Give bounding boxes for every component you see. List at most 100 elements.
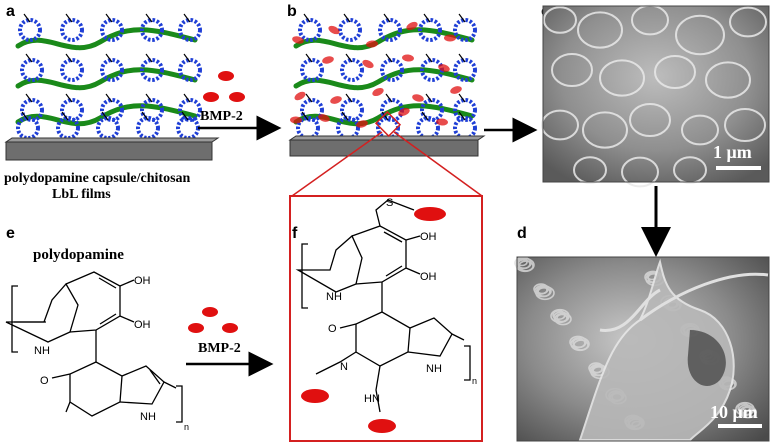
sem-capsule [654, 55, 696, 89]
svg-text:NH: NH [34, 345, 50, 357]
substrate [289, 139, 479, 157]
polydopamine-capsule [453, 13, 477, 42]
sem-capsule [741, 406, 753, 416]
sem-capsule [537, 286, 551, 297]
panel-a-film-schematic [4, 13, 220, 161]
polydopamine-capsule [178, 53, 202, 82]
bmp2-particle [222, 323, 238, 333]
sem-capsule [518, 260, 534, 272]
polydopamine-capsule [56, 111, 80, 140]
polydopamine-capsule [60, 53, 84, 82]
substrate-top [288, 135, 486, 141]
polydopamine-capsule [338, 13, 362, 42]
bmp2-particle [203, 92, 219, 102]
polydopamine-capsule [140, 53, 164, 82]
scale-label-c: 1 μm [713, 142, 752, 162]
sem-capsule [705, 61, 751, 99]
svg-text:NH: NH [426, 363, 442, 375]
sem-capsule [517, 258, 531, 269]
sem-capsule [675, 14, 725, 56]
svg-text:OH: OH [134, 275, 151, 287]
panel-letter-b: b [287, 3, 297, 20]
bmp2-particle [438, 64, 450, 72]
sem-capsule [724, 108, 766, 142]
panel-f-frame [289, 195, 483, 442]
svg-text:n: n [184, 422, 189, 432]
sem-capsule [572, 337, 586, 348]
bmp2-particle [402, 54, 414, 62]
bmp2-binding-arrow: BMP-2 [186, 307, 274, 377]
polydopamine-capsule [378, 13, 402, 42]
polydopamine-capsule [380, 53, 404, 82]
sem-capsule [729, 6, 767, 38]
bmp2-loaded-particles [290, 21, 462, 128]
polydopamine-capsule [453, 53, 477, 82]
polydopamine-capsule [453, 111, 477, 140]
svg-text:n: n [472, 376, 477, 386]
panel-letter-e: e [6, 225, 15, 242]
bmp2-particle [362, 59, 374, 69]
sem-capsule [554, 312, 572, 326]
sem-capsule [621, 156, 659, 188]
bmp2-particle [292, 36, 304, 44]
sem-capsule [543, 6, 577, 34]
polydopamine-capsule [100, 13, 124, 42]
bmp2-particle [372, 87, 384, 97]
svg-text:N: N [340, 361, 348, 373]
sem-capsule [673, 156, 707, 184]
bmp2-particle [229, 92, 245, 102]
bmp2-particle [322, 56, 334, 64]
polydopamine-structure [5, 271, 183, 423]
svg-text:O: O [40, 375, 49, 387]
cell-body [578, 258, 735, 441]
polydopamine-capsule [136, 111, 160, 140]
scale-label-d: 10 μm [710, 402, 758, 422]
polydopamine-capsule [296, 111, 320, 140]
sem-capsule [535, 285, 555, 301]
bmp2-label-2: BMP-2 [198, 341, 241, 356]
bmp2-particle [398, 108, 410, 116]
polydopamine-capsule [60, 13, 84, 42]
sem-capsule [681, 114, 719, 146]
polydopamine-title: polydopamine [33, 247, 124, 263]
polydopamine-capsule [340, 53, 364, 82]
bmp2-particle [356, 120, 368, 128]
polydopamine-capsule [336, 111, 360, 140]
polydopamine-capsule [140, 93, 164, 122]
sem-capsule [541, 109, 579, 141]
panel-letter-a: a [6, 3, 15, 20]
polydopamine-capsule [376, 111, 400, 140]
polydopamine-labels: OH OH NH O NH n [34, 275, 189, 432]
bmp2-particle [368, 419, 396, 433]
bmp2-particle [444, 34, 456, 42]
svg-text:OH: OH [420, 231, 437, 243]
sem-capsule [556, 313, 568, 323]
polydopamine-capsule [300, 93, 324, 122]
substrate-top [4, 137, 220, 143]
zoom-lines [291, 131, 483, 197]
polydopamine-capsule [453, 93, 477, 122]
sem-capsule [582, 111, 628, 149]
bmp2-label: BMP-2 [200, 109, 243, 124]
bmp2-particle [450, 86, 462, 94]
bmp2-particle [414, 207, 446, 221]
svg-text:NH: NH [326, 291, 342, 303]
panel-a-caption-line1: polydopamine capsule/chitosan [4, 171, 191, 186]
svg-text:OH: OH [134, 319, 151, 331]
panel-letter-d: d [517, 225, 527, 242]
polydopamine-capsule [18, 13, 42, 42]
bmp2-particle [218, 71, 234, 81]
polydopamine-capsule [60, 93, 84, 122]
polydopamine-capsule [100, 53, 124, 82]
polydopamine-capsule [298, 13, 322, 42]
bmp2-loading-arrow: BMP-2 [198, 71, 282, 141]
sem-image-c: 1 μm [541, 4, 770, 188]
polydopamine-capsule [178, 13, 202, 42]
polydopamine-bmp2-structure [295, 199, 471, 413]
polydopamine-capsule [16, 111, 40, 140]
bound-bmp2 [301, 207, 446, 433]
bmp2-particle [318, 114, 330, 122]
sem-capsule [573, 156, 607, 184]
svg-text:HN: HN [364, 393, 380, 405]
bmp2-particle [188, 323, 204, 333]
